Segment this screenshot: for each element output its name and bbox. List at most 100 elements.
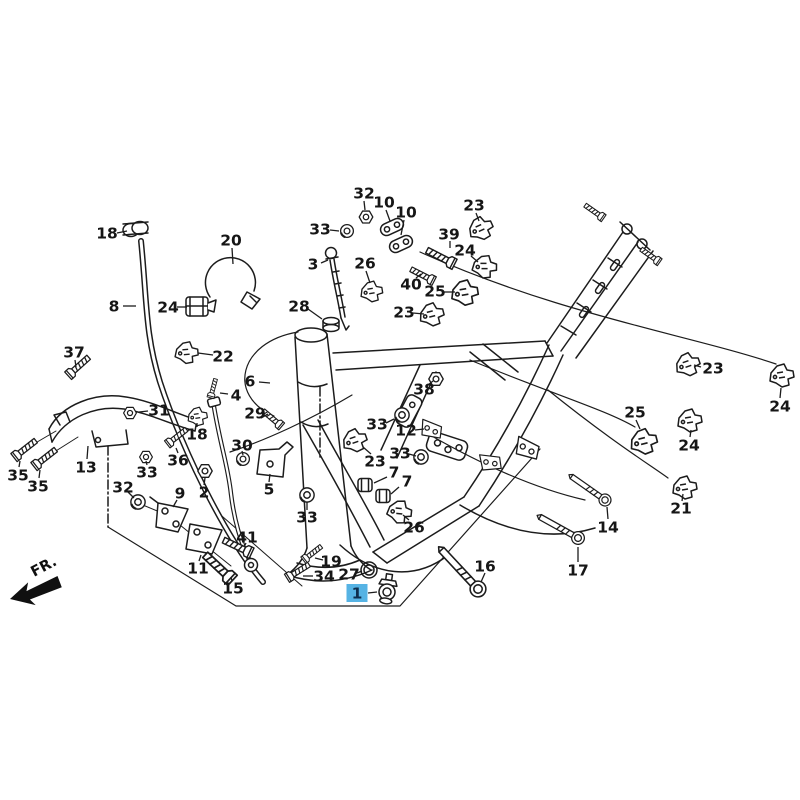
- callout-label-18: 18: [186, 426, 208, 444]
- callout-14[interactable]: 14: [597, 519, 619, 537]
- callout-leader-6: [258, 381, 271, 384]
- callout-23[interactable]: 23: [463, 197, 485, 215]
- callout-17[interactable]: 17: [567, 562, 589, 580]
- callout-30[interactable]: 30: [231, 437, 253, 455]
- callout-24[interactable]: 24: [454, 242, 476, 260]
- callout-label-38: 38: [413, 381, 435, 399]
- callout-5[interactable]: 5: [264, 481, 275, 499]
- callout-label-18: 18: [96, 225, 118, 243]
- callout-32[interactable]: 32: [353, 185, 375, 203]
- callout-10[interactable]: 10: [373, 194, 395, 212]
- callout-27[interactable]: 27: [338, 566, 360, 584]
- bracket-5-art: [256, 441, 294, 478]
- callout-16[interactable]: 16: [474, 558, 496, 576]
- callout-33[interactable]: 33: [309, 221, 331, 239]
- callout-36[interactable]: 36: [167, 452, 189, 470]
- callout-33[interactable]: 33: [389, 445, 411, 463]
- callout-25[interactable]: 25: [624, 404, 646, 422]
- callout-label-4: 4: [231, 387, 242, 405]
- callout-28[interactable]: 28: [288, 298, 310, 316]
- callout-18[interactable]: 18: [186, 426, 208, 444]
- callout-leader-10: [400, 219, 405, 236]
- clamp-20-art: [204, 256, 261, 310]
- callout-label-11: 11: [187, 560, 209, 578]
- callout-22[interactable]: 22: [212, 348, 234, 366]
- callout-label-3: 3: [308, 256, 319, 274]
- callout-23[interactable]: 23: [702, 360, 724, 378]
- callout-2[interactable]: 2: [199, 484, 210, 502]
- callout-10[interactable]: 10: [395, 204, 417, 222]
- callout-25[interactable]: 25: [424, 283, 446, 301]
- callout-label-37: 37: [63, 344, 85, 362]
- callout-leader-33: [408, 453, 417, 457]
- callout-leader-26: [365, 270, 371, 284]
- callout-leader-21: [681, 493, 684, 502]
- part-nut-32: [358, 210, 374, 224]
- callout-24[interactable]: 24: [769, 398, 791, 416]
- callout-label-16: 16: [474, 558, 496, 576]
- callout-7[interactable]: 7: [402, 473, 413, 491]
- callout-leader-33: [329, 229, 340, 232]
- callout-leader-15: [230, 576, 233, 582]
- callout-33[interactable]: 33: [296, 509, 318, 527]
- callout-label-23: 23: [463, 197, 485, 215]
- callout-leader-23: [412, 312, 425, 315]
- callout-11[interactable]: 11: [187, 560, 209, 578]
- callout-label-1: 1: [352, 585, 363, 603]
- callout-9[interactable]: 9: [175, 485, 186, 503]
- callout-3[interactable]: 3: [308, 256, 319, 274]
- callout-19[interactable]: 19: [320, 553, 342, 571]
- callout-8[interactable]: 8: [109, 298, 120, 316]
- callout-label-26: 26: [403, 519, 425, 537]
- callout-31[interactable]: 31: [148, 402, 170, 420]
- callout-leader-24: [779, 387, 782, 399]
- part-bolt-14: [564, 469, 614, 509]
- callout-23[interactable]: 23: [364, 453, 386, 471]
- callout-leader-19: [314, 557, 324, 561]
- callout-4[interactable]: 4: [231, 387, 242, 405]
- callout-39[interactable]: 39: [438, 226, 460, 244]
- callout-26[interactable]: 26: [354, 255, 376, 273]
- callout-24[interactable]: 24: [157, 299, 179, 317]
- callout-32[interactable]: 32: [112, 479, 134, 497]
- callout-35[interactable]: 35: [27, 478, 49, 496]
- callout-15[interactable]: 15: [222, 580, 244, 598]
- callout-leader-16: [480, 572, 486, 583]
- callout-38[interactable]: 38: [413, 381, 435, 399]
- callout-6[interactable]: 6: [245, 373, 256, 391]
- callout-29[interactable]: 29: [244, 405, 266, 423]
- callout-33[interactable]: 33: [136, 464, 158, 482]
- callout-label-14: 14: [597, 519, 619, 537]
- callout-40[interactable]: 40: [400, 276, 422, 294]
- callout-label-23: 23: [702, 360, 724, 378]
- callout-7[interactable]: 7: [389, 464, 400, 482]
- callout-label-26: 26: [354, 255, 376, 273]
- callout-label-35: 35: [27, 478, 49, 496]
- callout-leader-23: [475, 212, 480, 222]
- callout-21[interactable]: 21: [670, 500, 692, 518]
- callout-18[interactable]: 18: [96, 225, 118, 243]
- callout-26[interactable]: 26: [403, 519, 425, 537]
- callout-label-31: 31: [148, 402, 170, 420]
- callout-23[interactable]: 23: [393, 304, 415, 322]
- callout-label-17: 17: [567, 562, 589, 580]
- callout-24[interactable]: 24: [678, 437, 700, 455]
- callout-1[interactable]: 1: [346, 584, 368, 603]
- part-clamp-23: [673, 350, 703, 379]
- callout-leader-31: [138, 410, 149, 413]
- callout-33[interactable]: 33: [366, 416, 388, 434]
- callout-35[interactable]: 35: [7, 467, 29, 485]
- callout-41[interactable]: 41: [236, 529, 258, 547]
- cable-routing-art: [229, 251, 777, 501]
- callout-label-41: 41: [236, 529, 258, 547]
- callout-20[interactable]: 20: [220, 232, 242, 250]
- callout-12[interactable]: 12: [395, 422, 417, 440]
- callout-13[interactable]: 13: [75, 459, 97, 477]
- part-nut-33: [139, 450, 153, 464]
- callout-leader-14: [606, 506, 609, 520]
- callout-label-25: 25: [624, 404, 646, 422]
- callout-34[interactable]: 34: [313, 568, 335, 586]
- callout-37[interactable]: 37: [63, 344, 85, 362]
- callout-label-15: 15: [222, 580, 244, 598]
- callout-label-5: 5: [264, 481, 275, 499]
